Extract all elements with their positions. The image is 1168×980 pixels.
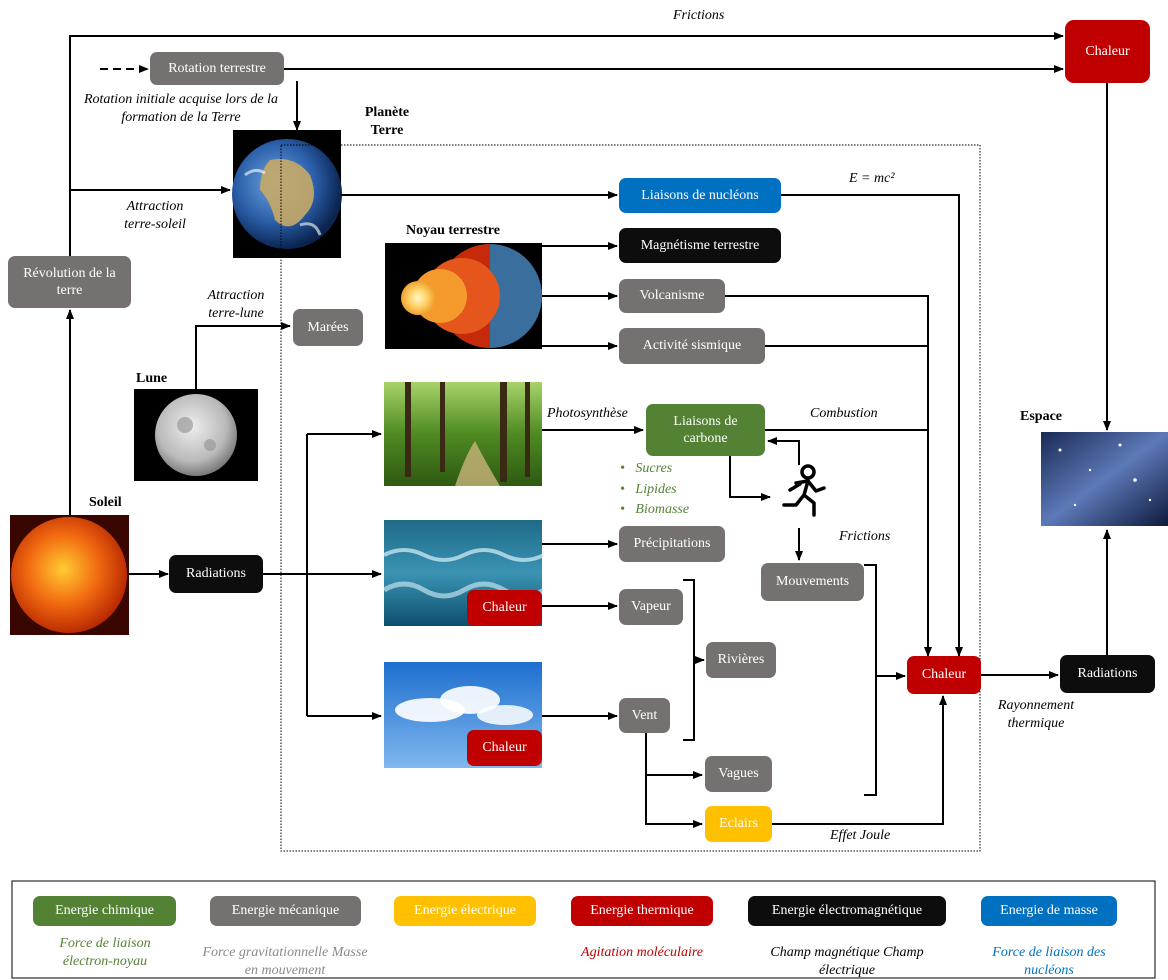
legend-mechanical-desc: Force gravitationnelle Masse en mouvemen… [202, 945, 368, 978]
revolution-box: Révolution de la terre [8, 256, 131, 308]
volcanism-box: Volcanisme [619, 279, 725, 313]
radiations-right-box: Radiations [1060, 655, 1155, 693]
product-biomass: • Biomasse [620, 502, 690, 517]
heat-top-box: Chaleur [1065, 20, 1150, 83]
legend-electromagnetic-desc: Champ magnétique Champ électrique [770, 945, 924, 978]
waves-box: Vagues [705, 756, 772, 792]
photosynthesis-label: Photosynthèse [547, 406, 628, 421]
initial-rotation-label: Rotation initiale acquise lors de la for… [83, 92, 279, 126]
nucleon-bonds-box: Liaisons de nucléons [619, 178, 781, 213]
seismic-box: Activité sismique [619, 328, 765, 364]
wind-box: Vent [619, 698, 670, 733]
carbon-bonds-box: Liaisons de carbone [646, 404, 765, 456]
rotation-box: Rotation terrestre [150, 52, 284, 85]
legend-thermal-swatch: Energie thermique [571, 896, 713, 926]
forest-image [384, 382, 542, 486]
earth-core-label: Noyau terrestre [406, 223, 500, 238]
product-sugars: • Sucres [620, 461, 673, 476]
frictions-mid-label: Frictions [839, 529, 891, 544]
sun-label: Soleil [89, 495, 122, 510]
sun-image [10, 515, 129, 635]
legend-electrical-swatch: Energie électrique [394, 896, 536, 926]
ocean-heat-box: Chaleur [467, 590, 542, 626]
planet-earth-label: Planète Terre [364, 105, 410, 139]
runner-icon [782, 464, 826, 517]
product-lipids: • Lipides [620, 482, 677, 497]
tides-box: Marées [293, 309, 363, 346]
movements-box: Mouvements [761, 563, 864, 601]
radiations-left-box: Radiations [169, 555, 263, 593]
lightning-box: Eclairs [705, 806, 772, 842]
frictions-top-label: Frictions [673, 8, 725, 23]
attraction-earth-moon-label: Attraction terre-lune [207, 288, 265, 322]
legend-mass-swatch: Energie de masse [981, 896, 1117, 926]
legend-chemical-desc: Force de liaison électron-noyau [59, 936, 151, 969]
legend-thermal-desc: Agitation moléculaire [581, 945, 703, 960]
vapor-box: Vapeur [619, 589, 683, 625]
attraction-earth-sun-label: Attraction terre-soleil [124, 199, 186, 233]
earth-image [232, 130, 342, 258]
rivers-box: Rivières [706, 642, 776, 678]
heat-center-box: Chaleur [907, 656, 981, 694]
legend-electromagnetic-swatch: Energie électromagnétique [748, 896, 946, 926]
moon-label: Lune [136, 371, 168, 386]
legend-mechanical-swatch: Energie mécanique [210, 896, 361, 926]
space-label: Espace [1020, 409, 1062, 424]
legend-mass-desc: Force de liaison des nucléons [992, 945, 1106, 978]
space-image [1041, 432, 1168, 526]
earth-magnetism-box: Magnétisme terrestre [619, 228, 781, 263]
thermal-radiation-label: Rayonnement thermique [997, 698, 1075, 732]
emc2-label: E = mc² [849, 171, 895, 186]
moon-image [134, 389, 258, 481]
sky-heat-box: Chaleur [467, 730, 542, 766]
combustion-label: Combustion [810, 406, 878, 421]
core-image [385, 243, 542, 349]
legend-chemical-swatch: Energie chimique [33, 896, 176, 926]
precipitation-box: Précipitations [619, 526, 725, 562]
joule-effect-label: Effet Joule [830, 828, 891, 843]
